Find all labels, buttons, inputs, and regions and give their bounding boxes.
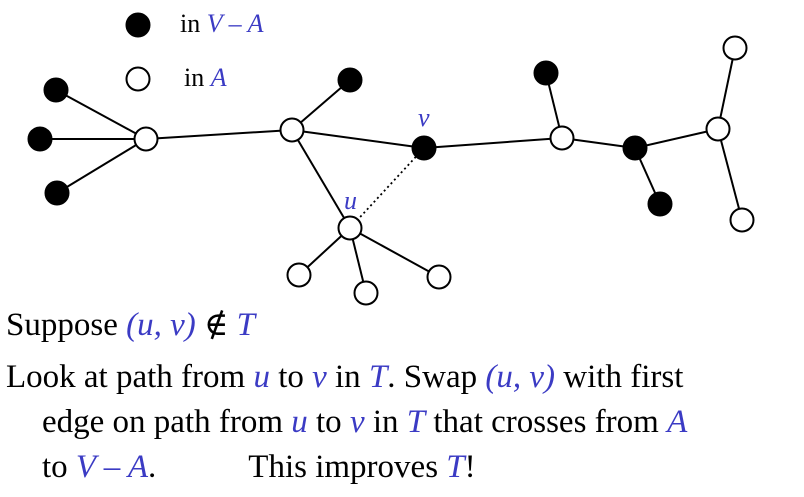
node-black <box>27 126 53 152</box>
edge <box>145 129 293 140</box>
label-v: v <box>418 103 430 132</box>
tree-diagram: v u in V – A in A <box>27 9 755 306</box>
node-white <box>549 125 575 151</box>
node-white <box>279 117 305 143</box>
text-line-4: to V – A.This improves T! <box>42 449 476 485</box>
node-v <box>411 135 437 161</box>
node-white <box>722 35 748 61</box>
node-black <box>44 180 70 206</box>
text-line-1: Suppose (u, v) ∉ T <box>6 307 256 343</box>
node-white <box>286 262 312 288</box>
node-white <box>133 126 159 152</box>
edge <box>423 137 563 149</box>
legend-white-label: in A <box>184 63 227 92</box>
legend-black-node <box>125 12 151 38</box>
edge <box>55 89 147 140</box>
nodes-a <box>133 35 755 306</box>
nodes-v-minus-a <box>27 60 673 217</box>
node-u <box>337 215 363 241</box>
node-white <box>426 264 452 290</box>
legend-black-label: in V – A <box>180 9 264 38</box>
edge <box>717 47 736 130</box>
node-white <box>705 116 731 142</box>
text-line-3: edge on path from u to v in T that cross… <box>42 404 688 440</box>
label-u: u <box>344 186 357 215</box>
edge <box>349 227 440 278</box>
legend: in V – A in A <box>125 9 264 92</box>
text-line-2: Look at path from u to v in T. Swap (u, … <box>6 359 684 395</box>
node-black <box>647 191 673 217</box>
node-black <box>622 135 648 161</box>
edge <box>717 128 743 221</box>
edge <box>291 129 351 229</box>
node-black <box>337 67 363 93</box>
edge-u-v-dotted <box>349 147 425 229</box>
node-white <box>729 207 755 233</box>
edge <box>56 138 147 194</box>
node-black <box>43 77 69 103</box>
legend-white-node <box>125 66 151 92</box>
edge <box>634 128 719 149</box>
node-white <box>353 280 379 306</box>
edge <box>291 79 351 131</box>
node-black <box>533 60 559 86</box>
edge <box>291 129 425 149</box>
